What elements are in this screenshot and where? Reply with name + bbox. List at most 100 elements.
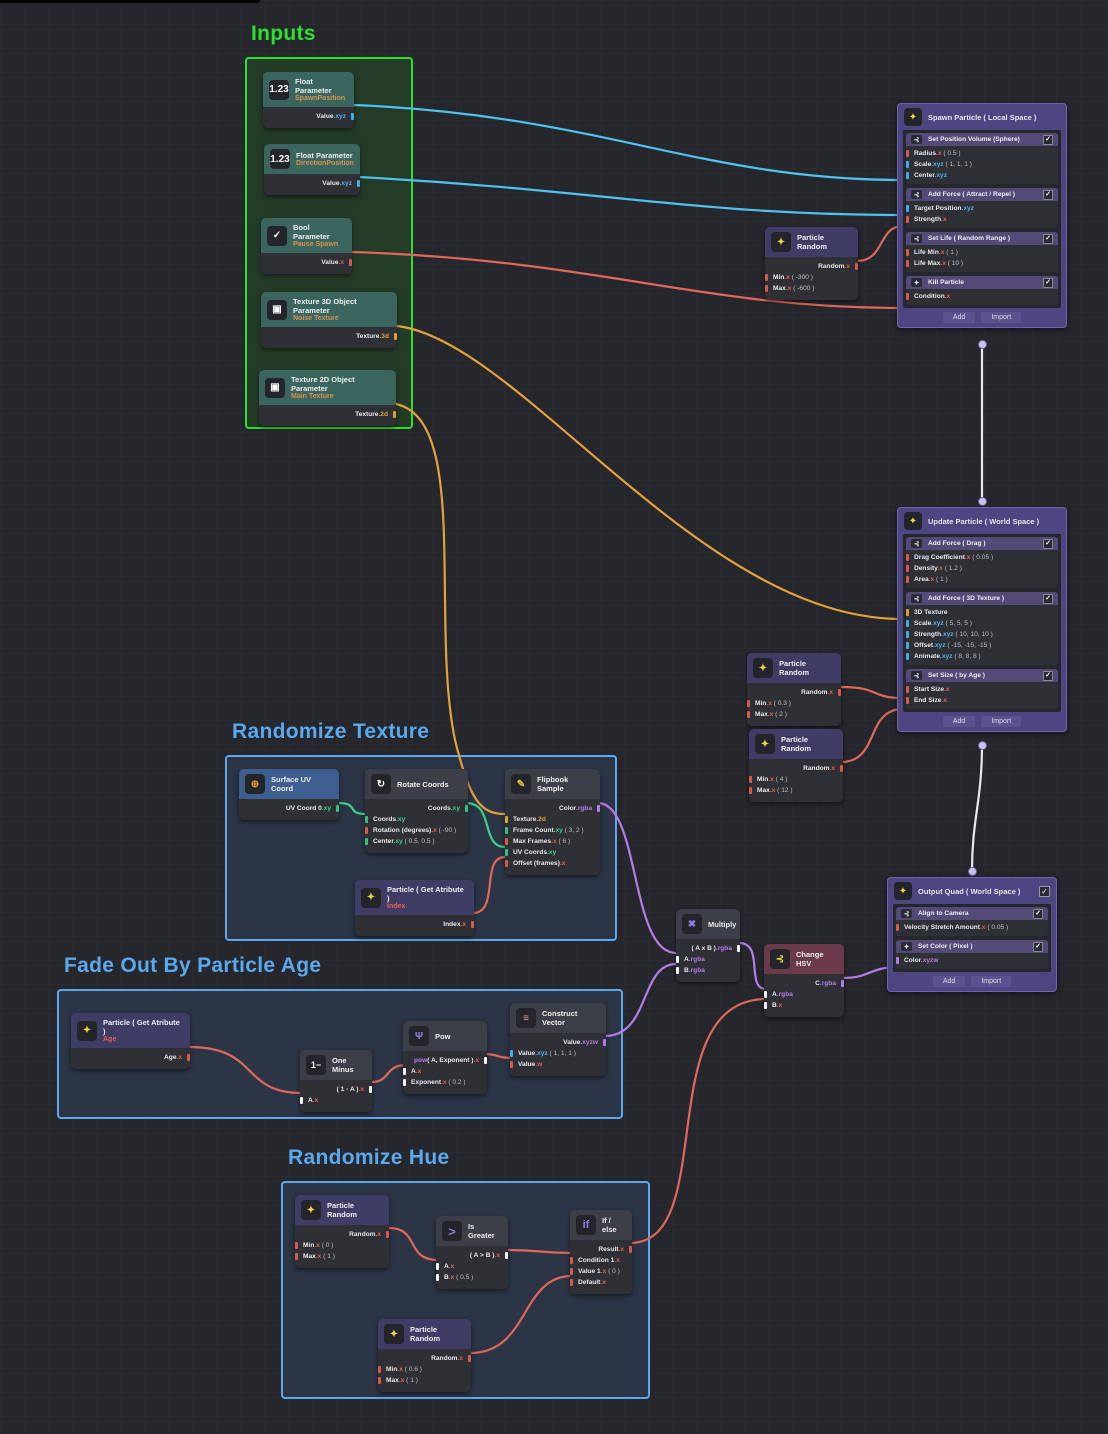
port-handle[interactable] bbox=[505, 1252, 508, 1259]
output-port-value[interactable]: Value.xyzw bbox=[510, 1037, 606, 1048]
output-port-value[interactable]: Value.x bbox=[261, 257, 352, 268]
output-port-value[interactable]: Value.xyz bbox=[263, 111, 354, 122]
port-handle[interactable] bbox=[505, 827, 508, 834]
port-handle[interactable] bbox=[378, 1377, 381, 1384]
input-max-frames[interactable]: Max Frames.x ( 6 ) bbox=[505, 836, 600, 847]
input-strength[interactable]: Strength.xyz ( 10, 10, 10 ) bbox=[906, 629, 1058, 640]
port-handle[interactable] bbox=[570, 1279, 573, 1286]
output-port-random[interactable]: Random.x bbox=[765, 261, 858, 272]
input-rotation[interactable]: Rotation (degrees).x ( -90 ) bbox=[365, 825, 468, 836]
output-port-result[interactable]: ( A > B ).x bbox=[436, 1250, 508, 1261]
output-port-product[interactable]: ( A x B ).rgba bbox=[676, 943, 740, 954]
port-handle[interactable] bbox=[906, 609, 909, 616]
is-greater-node[interactable]: >Is Greater ( A > B ).x A.x B.x ( 0.5 ) bbox=[436, 1216, 508, 1289]
port-handle[interactable] bbox=[906, 293, 909, 300]
port-handle[interactable] bbox=[747, 700, 750, 707]
flipbook-sample-node[interactable]: ✎Flipbook Sample Color.rgba Texture.2d F… bbox=[505, 769, 600, 875]
input-min[interactable]: Min.x ( 0 ) bbox=[295, 1240, 389, 1251]
port-handle[interactable] bbox=[357, 180, 360, 187]
port-handle[interactable] bbox=[510, 1050, 513, 1057]
input-a[interactable]: A.rgba bbox=[676, 954, 740, 965]
port-handle[interactable] bbox=[629, 1246, 632, 1253]
input-value-xyz[interactable]: Value.xyz ( 1, 1, 1 ) bbox=[510, 1048, 606, 1059]
import-block-button[interactable]: Import bbox=[981, 716, 1022, 727]
block-enable-checkbox[interactable]: ✓ bbox=[1033, 908, 1043, 919]
input-exponent[interactable]: Exponent.x ( 0.2 ) bbox=[403, 1077, 487, 1088]
input-value-w[interactable]: Value.w bbox=[510, 1059, 606, 1070]
port-handle[interactable] bbox=[505, 816, 508, 823]
port-handle[interactable] bbox=[468, 1355, 471, 1362]
port-handle[interactable] bbox=[510, 1061, 513, 1068]
block-set-life[interactable]: ⊰Set Life ( Random Range )✓ Life Min.x (… bbox=[906, 232, 1058, 272]
port-handle[interactable] bbox=[906, 565, 909, 572]
port-handle[interactable] bbox=[840, 765, 843, 772]
port-handle[interactable] bbox=[403, 1079, 406, 1086]
input-offset[interactable]: Offset.xyz ( -15, -15, -15 ) bbox=[906, 640, 1058, 651]
input-max[interactable]: Max.x ( 12 ) bbox=[749, 785, 843, 796]
port-handle[interactable] bbox=[300, 1097, 303, 1104]
one-minus-node[interactable]: 1−One Minus ( 1 - A ).x A.x bbox=[300, 1050, 372, 1112]
particle-random-node[interactable]: ✦Particle Random Random.x Min.x ( 0.3 ) … bbox=[747, 653, 841, 726]
block-enable-checkbox[interactable]: ✓ bbox=[1043, 538, 1053, 549]
port-handle[interactable] bbox=[747, 711, 750, 718]
block-add-force-drag[interactable]: ⊰Add Force ( Drag )✓ Drag Coefficient.x … bbox=[906, 537, 1058, 588]
output-port-random[interactable]: Random.x bbox=[749, 763, 843, 774]
port-handle[interactable] bbox=[676, 956, 679, 963]
port-handle[interactable] bbox=[906, 216, 909, 223]
context-spawn-particle[interactable]: ✦Spawn Particle ( Local Space ) ⊰Set Pos… bbox=[897, 103, 1067, 328]
block-set-position-volume[interactable]: ⊰Set Position Volume (Sphere)✓ Radius.x … bbox=[906, 133, 1058, 184]
port-handle[interactable] bbox=[403, 1068, 406, 1075]
port-handle[interactable] bbox=[505, 838, 508, 845]
port-handle[interactable] bbox=[906, 686, 909, 693]
import-block-button[interactable]: Import bbox=[971, 976, 1012, 987]
import-block-button[interactable]: Import bbox=[981, 312, 1022, 323]
block-enable-checkbox[interactable]: ✓ bbox=[1043, 593, 1053, 604]
flow-port-spawn-out[interactable] bbox=[978, 340, 987, 349]
port-handle[interactable] bbox=[465, 805, 468, 812]
port-handle[interactable] bbox=[295, 1253, 298, 1260]
flow-port-output-in[interactable] bbox=[968, 867, 977, 876]
output-port-c[interactable]: C.rgba bbox=[764, 978, 844, 989]
input-color[interactable]: Color.xyzw bbox=[896, 955, 1048, 966]
port-handle[interactable] bbox=[386, 1231, 389, 1238]
output-port-age[interactable]: Age.x bbox=[71, 1052, 190, 1063]
input-min[interactable]: Min.x ( 0.6 ) bbox=[378, 1364, 471, 1375]
port-handle[interactable] bbox=[906, 554, 909, 561]
input-min[interactable]: Min.x ( 4 ) bbox=[749, 774, 843, 785]
rotate-coords-node[interactable]: ↻Rotate Coords Coords.xy Coords.xy Rotat… bbox=[365, 769, 468, 853]
input-condition[interactable]: Condition.x bbox=[906, 291, 1058, 302]
input-max[interactable]: Max.x ( 2 ) bbox=[747, 709, 841, 720]
port-handle[interactable] bbox=[187, 1054, 190, 1061]
output-port-uv[interactable]: UV Coord 0.xy bbox=[239, 803, 339, 814]
port-handle[interactable] bbox=[436, 1263, 439, 1270]
port-handle[interactable] bbox=[906, 642, 909, 649]
output-port-pow[interactable]: pow( A, Exponent ).x bbox=[403, 1055, 487, 1066]
input-b[interactable]: B.x ( 0.5 ) bbox=[436, 1272, 508, 1283]
block-enable-checkbox[interactable]: ✓ bbox=[1043, 134, 1053, 145]
port-handle[interactable] bbox=[676, 967, 679, 974]
input-min[interactable]: Min.x ( 0.3 ) bbox=[747, 698, 841, 709]
port-handle[interactable] bbox=[765, 274, 768, 281]
input-uv-coords[interactable]: UV Coords.xy bbox=[505, 847, 600, 858]
block-align-to-camera[interactable]: ⊰Align to Camera✓ Velocity Stretch Amoun… bbox=[896, 907, 1048, 936]
particle-random-node[interactable]: ✦Particle Random Random.x Min.x ( 4 ) Ma… bbox=[749, 729, 843, 802]
input-a[interactable]: A.x bbox=[300, 1095, 372, 1106]
input-scale[interactable]: Scale.xyz ( 1, 1, 1 ) bbox=[906, 159, 1058, 170]
input-coords[interactable]: Coords.xy bbox=[365, 814, 468, 825]
port-handle[interactable] bbox=[838, 689, 841, 696]
port-handle[interactable] bbox=[505, 849, 508, 856]
input-strength[interactable]: Strength.x bbox=[906, 214, 1058, 225]
input-condition[interactable]: Condition 1.x bbox=[570, 1255, 632, 1266]
port-handle[interactable] bbox=[737, 945, 740, 952]
port-handle[interactable] bbox=[570, 1257, 573, 1264]
input-max[interactable]: Max.x ( 1 ) bbox=[378, 1375, 471, 1386]
input-center[interactable]: Center.xy ( 0.5, 0.5 ) bbox=[365, 836, 468, 847]
input-max[interactable]: Max.x ( -600 ) bbox=[765, 283, 858, 294]
block-add-force-attract[interactable]: ⊰Add Force ( Attract / Repel )✓ Target P… bbox=[906, 188, 1058, 228]
port-handle[interactable] bbox=[394, 333, 397, 340]
port-handle[interactable] bbox=[764, 991, 767, 998]
input-a[interactable]: A.rgba bbox=[764, 989, 844, 1000]
